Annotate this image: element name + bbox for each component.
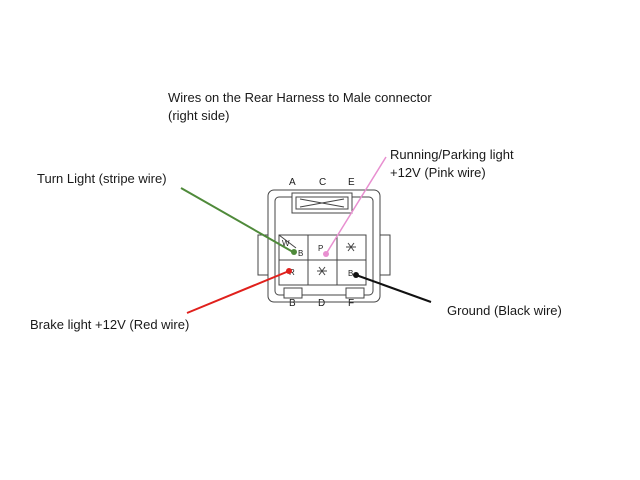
- ground-wire: [355, 274, 432, 303]
- diagram-title-line1: Wires on the Rear Harness to Male connec…: [168, 90, 432, 105]
- ground-pin-dot: [353, 272, 359, 278]
- blocked-pin-icon: [346, 242, 356, 252]
- cell-label-b-bottom: B: [348, 269, 353, 278]
- cell-label-w: W: [282, 239, 290, 248]
- cell-label-r: R: [289, 268, 295, 277]
- connector-housing: [257, 189, 391, 303]
- pin-label-f: F: [348, 298, 355, 309]
- pin-label-c: C: [319, 177, 327, 188]
- running-light-label-line2: +12V (Pink wire): [390, 165, 486, 180]
- cell-label-p: P: [318, 244, 323, 253]
- blocked-pin-icon: [317, 266, 327, 276]
- pin-label-b: B: [289, 298, 296, 309]
- pin-label-e: E: [348, 177, 355, 188]
- running-light-pin-dot: [323, 251, 329, 257]
- brake-light-pin-dot: [286, 268, 292, 274]
- turn-light-label: Turn Light (stripe wire): [37, 171, 167, 186]
- ground-label: Ground (Black wire): [447, 303, 562, 318]
- running-light-wire: [325, 156, 387, 255]
- pin-label-d: D: [318, 298, 326, 309]
- diagram-title-line2: (right side): [168, 108, 230, 123]
- running-light-label-line1: Running/Parking light: [390, 147, 514, 162]
- turn-light-pin-dot: [291, 249, 297, 255]
- brake-light-wire: [186, 270, 290, 314]
- brake-light-label: Brake light +12V (Red wire): [30, 317, 190, 332]
- cell-label-b-top: B: [298, 249, 303, 258]
- pin-label-a: A: [289, 177, 296, 188]
- turn-light-wire: [180, 187, 294, 253]
